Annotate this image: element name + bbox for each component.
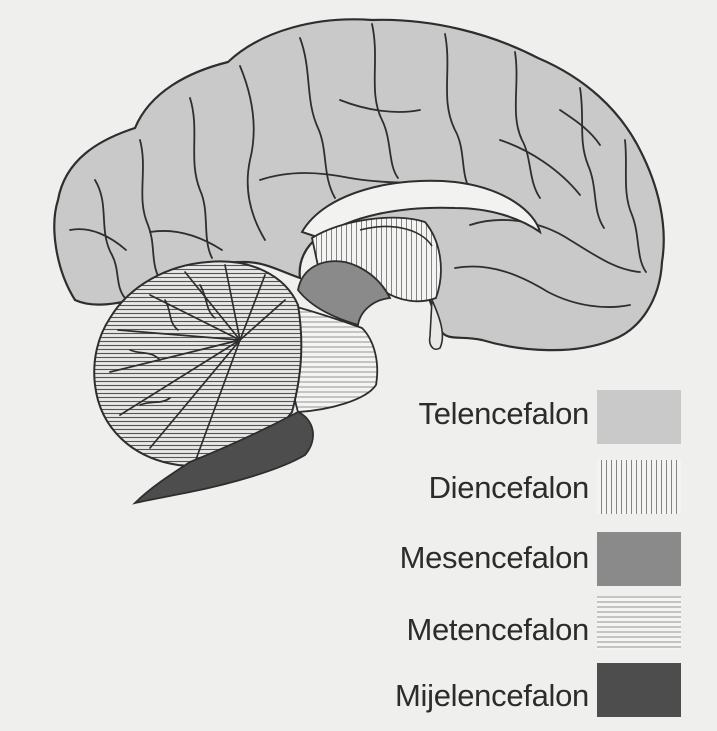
legend-swatch-mesencefalon: [597, 532, 681, 586]
legend-label-metencefalon: Metencefalon: [406, 612, 589, 648]
legend-swatch-diencefalon: [597, 460, 681, 514]
legend-label-telencefalon: Telencefalon: [419, 396, 589, 432]
legend-swatch-mijelencefalon: [597, 663, 681, 717]
legend-label-diencefalon: Diencefalon: [429, 470, 589, 506]
legend-swatch-telencefalon: [597, 390, 681, 444]
legend-label-mijelencefalon: Mijelencefalon: [395, 678, 589, 714]
metencefalon-region: [289, 305, 377, 412]
legend-swatch-metencefalon: [597, 596, 681, 650]
legend-label-mesencefalon: Mesencefalon: [400, 540, 589, 576]
